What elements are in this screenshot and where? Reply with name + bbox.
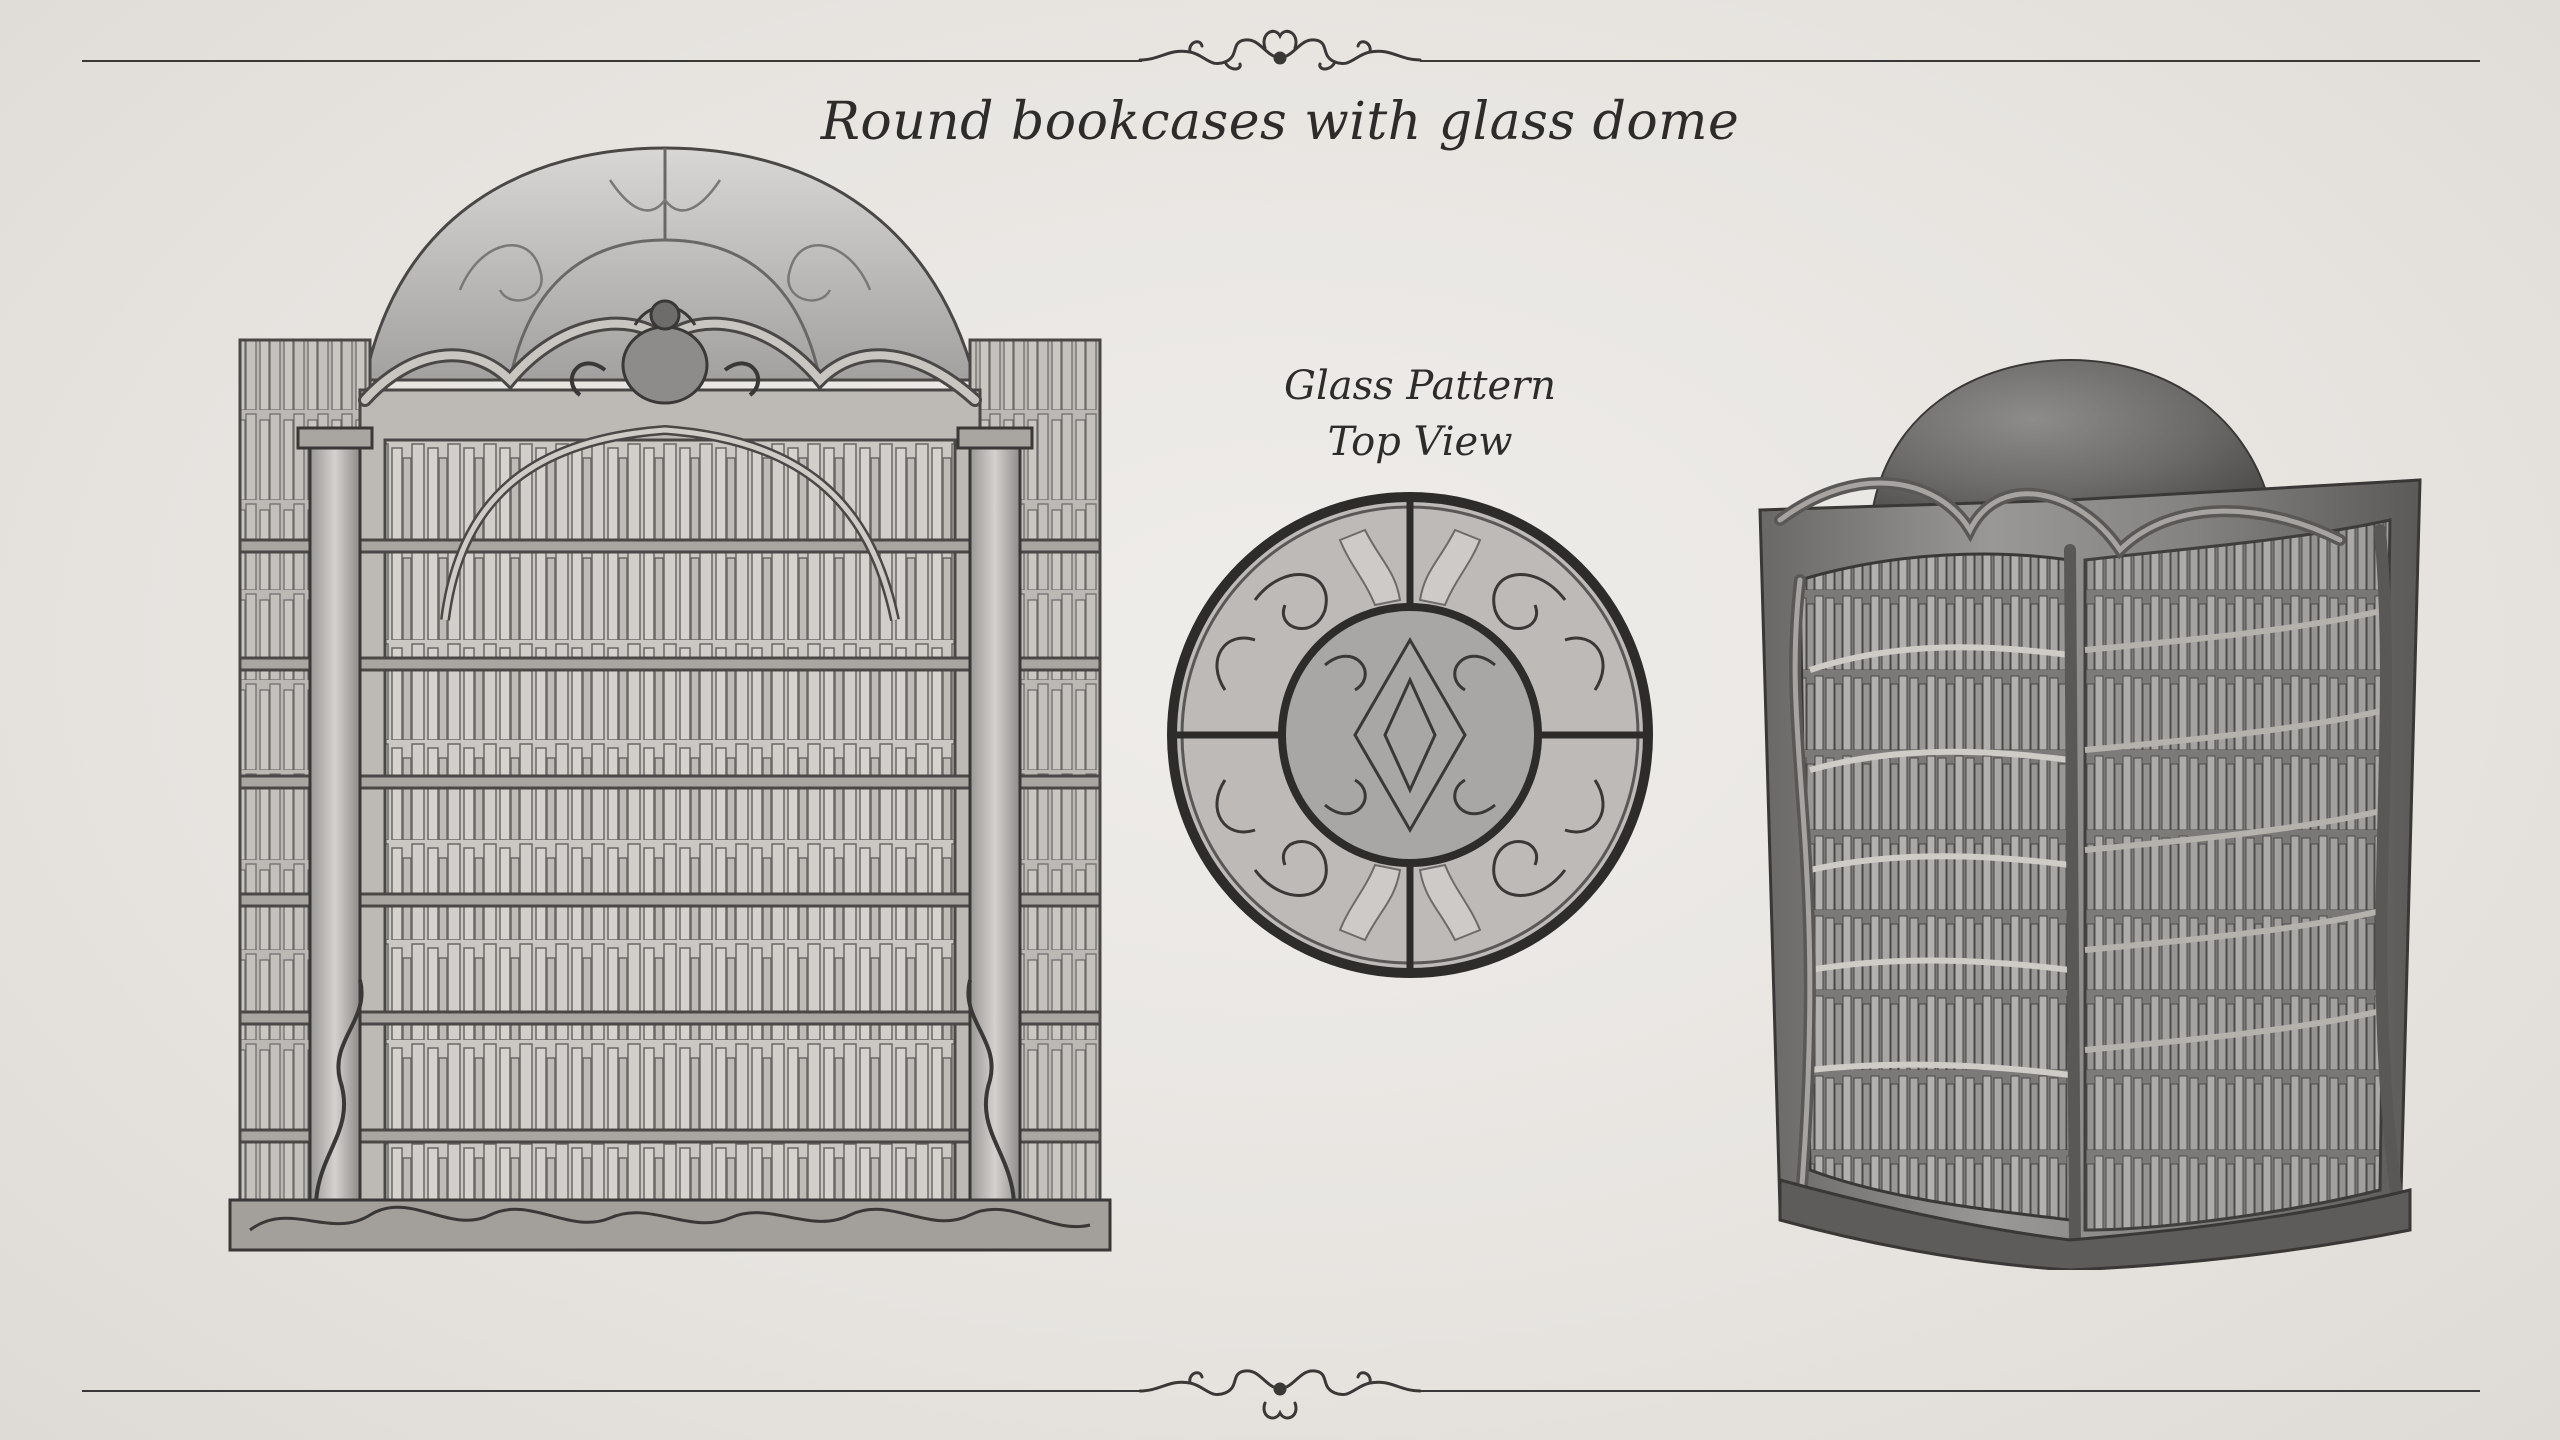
bottom-rule-left xyxy=(82,1390,1142,1392)
bookcase-3d-render xyxy=(1758,358,2422,1270)
bottom-rule-right xyxy=(1420,1390,2480,1392)
glass-caption-line2: Top View xyxy=(1327,419,1513,465)
glass-pattern-caption: Glass Pattern Top View xyxy=(1230,358,1610,470)
top-rule-left xyxy=(82,60,1142,62)
top-rule-right xyxy=(1420,60,2480,62)
glass-caption-line1: Glass Pattern xyxy=(1283,363,1557,409)
page-title: Round bookcases with glass dome xyxy=(820,92,1740,152)
top-flourish-ornament xyxy=(1138,29,1422,71)
glass-dome-top-view xyxy=(1167,492,1653,978)
bottom-flourish-ornament xyxy=(1138,1369,1422,1420)
front-elevation-bookcase xyxy=(228,146,1112,1252)
